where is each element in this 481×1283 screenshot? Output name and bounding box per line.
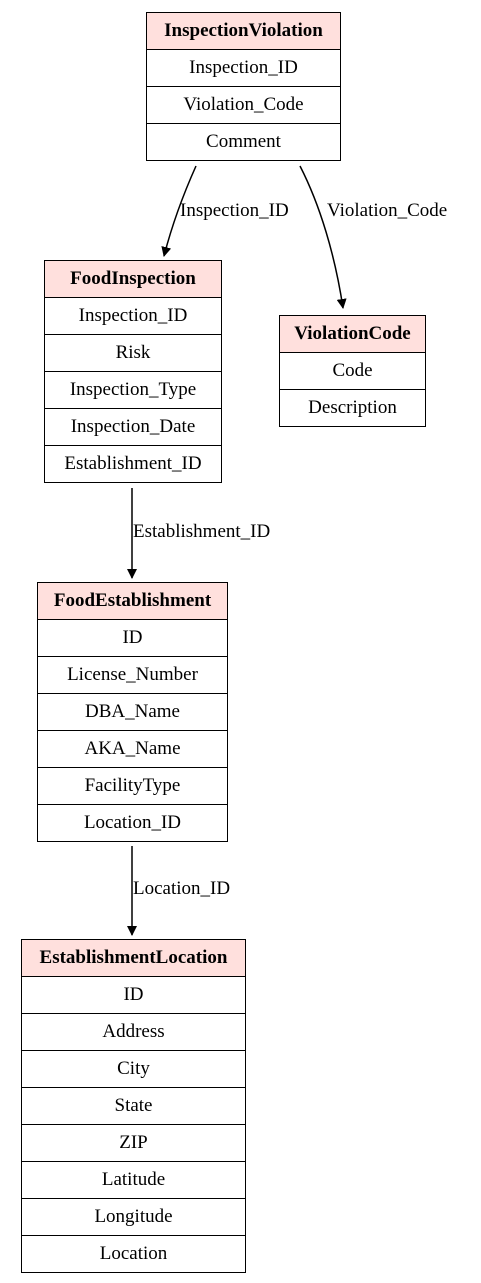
field-row: ZIP — [22, 1125, 245, 1162]
field-row: Inspection_Type — [45, 372, 221, 409]
entity-title: FoodEstablishment — [38, 583, 227, 620]
edge-iv-to-vc — [299, 165, 347, 309]
field-row: ID — [22, 977, 245, 1014]
entity-food-establishment: FoodEstablishment ID License_Number DBA_… — [37, 582, 228, 842]
field-row: Latitude — [22, 1162, 245, 1199]
edge-label-inspection-id: Inspection_ID — [180, 200, 289, 221]
field-row: Description — [308, 397, 397, 418]
field-row: Comment — [206, 131, 281, 152]
entity-food-inspection: FoodInspection Inspection_ID Risk Inspec… — [44, 260, 222, 483]
field-row: AKA_Name — [38, 731, 227, 768]
entity-inspection-violation: InspectionViolation Inspection_ID Violat… — [146, 12, 341, 161]
field-row: Risk — [45, 335, 221, 372]
field-row: Inspection_Date — [45, 409, 221, 446]
entity-title: EstablishmentLocation — [22, 940, 245, 977]
field-row: ID — [38, 620, 227, 657]
edge-label-location-id: Location_ID — [133, 878, 231, 899]
field-row: Longitude — [22, 1199, 245, 1236]
field-row: DBA_Name — [38, 694, 227, 731]
field-row: State — [22, 1088, 245, 1125]
field-row: Violation_Code — [147, 87, 340, 124]
field-row: Establishment_ID — [64, 453, 202, 474]
entity-establishment-location: EstablishmentLocation ID Address City St… — [21, 939, 246, 1273]
field-row: FacilityType — [38, 768, 227, 805]
field-row: Inspection_ID — [45, 298, 221, 335]
edge-label-establishment-id: Establishment_ID — [133, 521, 271, 542]
entity-title: InspectionViolation — [147, 13, 340, 50]
field-row: City — [22, 1051, 245, 1088]
field-row: Location_ID — [83, 812, 182, 833]
field-row: Code — [280, 353, 425, 390]
entity-title: FoodInspection — [45, 261, 221, 298]
field-row: Inspection_ID — [147, 50, 340, 87]
entity-title: ViolationCode — [280, 316, 425, 353]
edge-label-violation-code: Violation_Code — [327, 200, 448, 221]
field-row: Address — [22, 1014, 245, 1051]
field-row: Location — [99, 1243, 168, 1264]
field-row: License_Number — [38, 657, 227, 694]
entity-violation-code: ViolationCode Code Description — [279, 315, 426, 427]
